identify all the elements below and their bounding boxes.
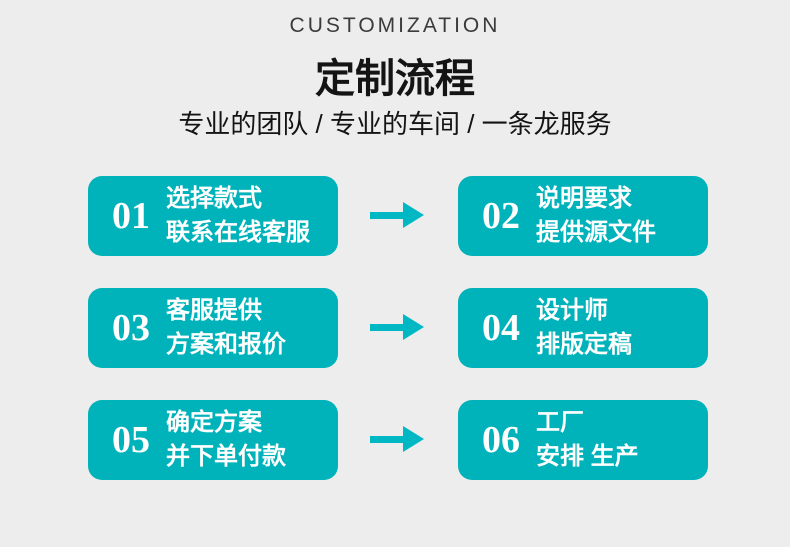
step-line1: 设计师 xyxy=(536,297,608,324)
step-line2: 并下单付款 xyxy=(166,443,286,470)
step-number: 03 xyxy=(112,307,150,349)
step-line2: 联系在线客服 xyxy=(166,219,310,246)
arrow-shaft xyxy=(370,435,403,443)
arrow-shaft xyxy=(370,211,403,219)
step-line1: 客服提供 xyxy=(166,297,262,324)
step-line2: 提供源文件 xyxy=(536,219,656,246)
right-arrow-icon xyxy=(370,426,424,452)
step-line1: 说明要求 xyxy=(536,185,632,212)
arrow-shaft xyxy=(370,323,403,331)
step-line1: 确定方案 xyxy=(166,409,262,436)
eyebrow-text: CUSTOMIZATION xyxy=(289,14,501,37)
subtitle: 专业的团队 / 专业的车间 / 一条龙服务 xyxy=(178,109,612,139)
step-line2: 安排 生产 xyxy=(536,443,639,470)
step-line2: 排版定稿 xyxy=(536,331,632,358)
step-number: 06 xyxy=(482,419,520,461)
step-number: 01 xyxy=(112,195,150,237)
step-line1: 工厂 xyxy=(536,409,584,436)
step-card-05: 05 确定方案 并下单付款 xyxy=(88,400,338,480)
step-number: 04 xyxy=(482,307,520,349)
right-arrow-icon xyxy=(370,314,424,340)
step-line1: 选择款式 xyxy=(166,185,262,212)
arrow-head xyxy=(403,314,424,340)
step-card-03: 03 客服提供 方案和报价 xyxy=(88,288,338,368)
step-number: 02 xyxy=(482,195,520,237)
step-number: 05 xyxy=(112,419,150,461)
arrow-head xyxy=(403,426,424,452)
right-arrow-icon xyxy=(370,202,424,228)
arrow-head xyxy=(403,202,424,228)
page-title: 定制流程 xyxy=(315,57,475,101)
step-card-06: 06 工厂 安排 生产 xyxy=(458,400,708,480)
step-card-02: 02 说明要求 提供源文件 xyxy=(458,176,708,256)
step-card-01: 01 选择款式 联系在线客服 xyxy=(88,176,338,256)
step-line2: 方案和报价 xyxy=(166,331,286,358)
step-card-04: 04 设计师 排版定稿 xyxy=(458,288,708,368)
